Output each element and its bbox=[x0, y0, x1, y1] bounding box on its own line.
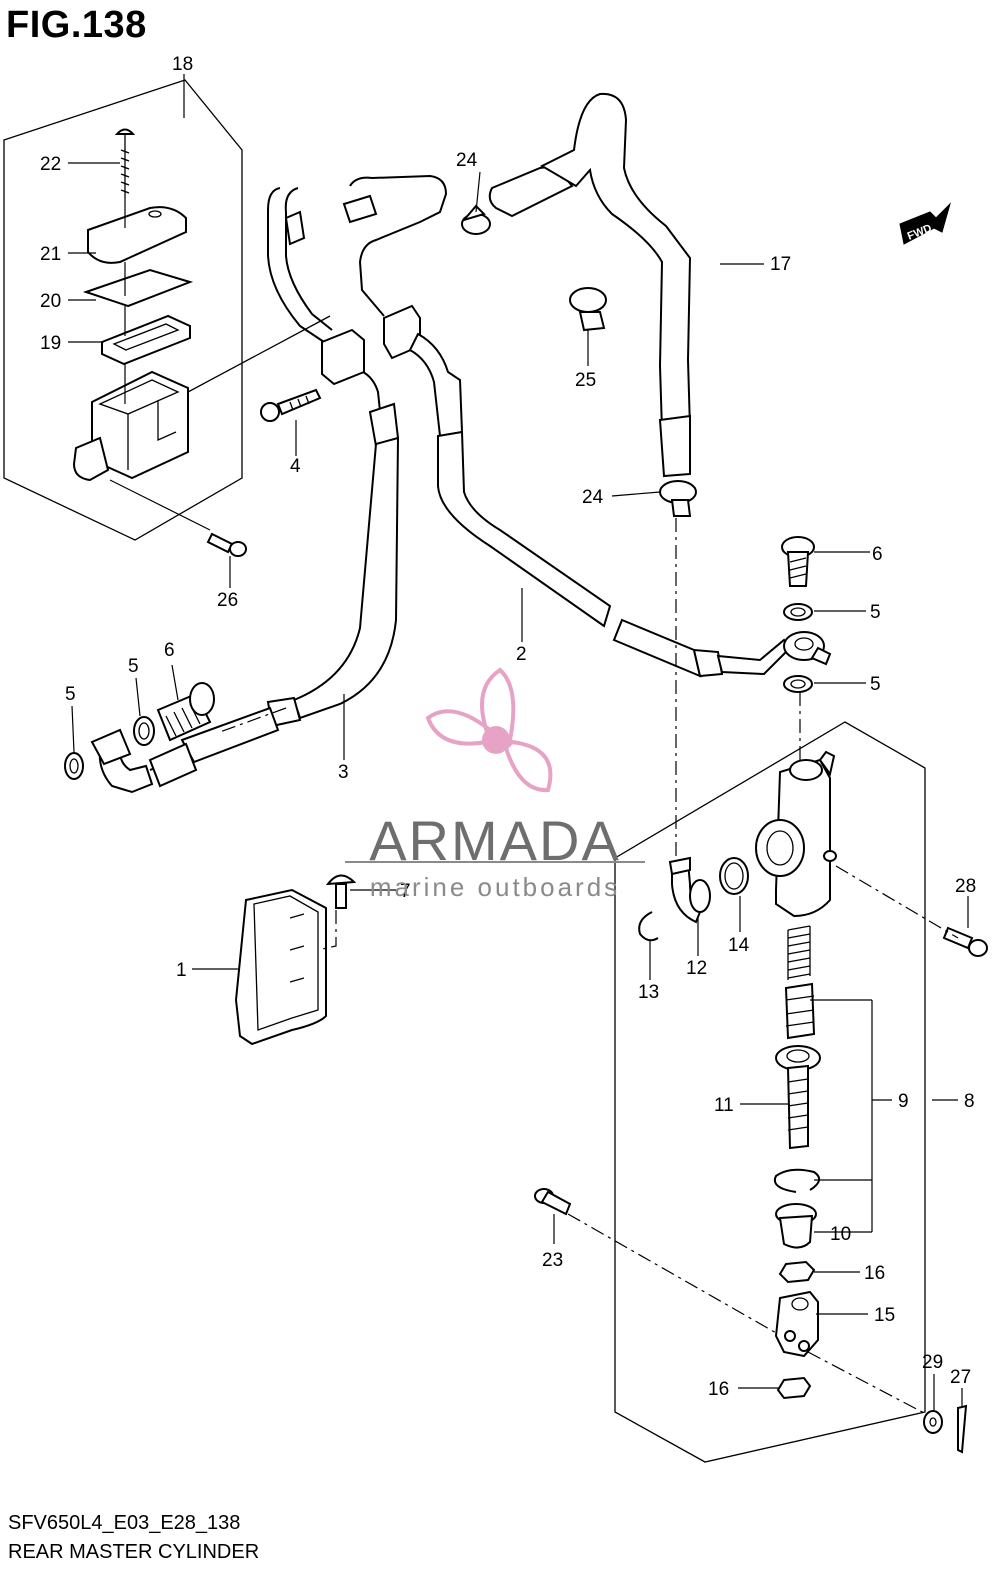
bolt-part-28 bbox=[942, 926, 988, 957]
callout-11: 11 bbox=[714, 1095, 734, 1116]
callout-13: 13 bbox=[638, 982, 659, 1003]
callout-6-right: 6 bbox=[872, 544, 883, 565]
callout-12: 12 bbox=[686, 958, 707, 979]
callout-6-left: 6 bbox=[164, 640, 175, 661]
figure-model-code: SFV650L4_E03_E28_138 bbox=[8, 1512, 241, 1534]
callout-24-top: 24 bbox=[456, 150, 478, 171]
callout-8: 8 bbox=[964, 1091, 975, 1112]
callout-4: 4 bbox=[290, 456, 301, 477]
callout-23: 23 bbox=[542, 1250, 563, 1271]
clevis-part-15 bbox=[774, 1290, 819, 1358]
master-cylinder-body bbox=[755, 750, 837, 918]
callout-3: 3 bbox=[338, 762, 349, 783]
watermark-tagline: marine outboards bbox=[369, 872, 621, 902]
callout-27: 27 bbox=[950, 1367, 971, 1388]
callout-labels: 18 22 21 20 19 26 4 3 2 6 5 5 17 24 25 2… bbox=[40, 54, 976, 1400]
screw-part-22 bbox=[114, 128, 136, 198]
banjo-bolt-part-6-right bbox=[781, 536, 815, 587]
watermark-brand-name: ARMADA bbox=[369, 809, 621, 872]
callout-7: 7 bbox=[400, 881, 411, 902]
callout-17: 17 bbox=[770, 254, 791, 275]
master-cylinder-assembly-frame bbox=[614, 721, 926, 1463]
callout-2: 2 bbox=[516, 644, 527, 665]
callout-10: 10 bbox=[830, 1224, 851, 1245]
nut-part-16-lower bbox=[776, 1376, 812, 1400]
callout-5-right-a: 5 bbox=[870, 602, 881, 623]
callout-16-upper: 16 bbox=[864, 1263, 885, 1284]
clamp-part-24-top bbox=[461, 204, 491, 235]
diaphragm-part-19 bbox=[101, 314, 191, 366]
cotter-pin-part-27 bbox=[957, 1404, 968, 1454]
bolt-part-4 bbox=[260, 388, 322, 422]
callout-24-lower: 24 bbox=[582, 487, 604, 508]
snap-ring-part-13 bbox=[638, 911, 659, 942]
hose-joint-part-12 bbox=[668, 856, 711, 924]
circlip bbox=[774, 1168, 821, 1193]
callout-20: 20 bbox=[40, 291, 61, 312]
spring bbox=[787, 925, 811, 980]
washer-part-5-right-a bbox=[783, 603, 813, 621]
callout-5-left-a: 5 bbox=[128, 656, 139, 677]
nut-part-16-upper bbox=[778, 1260, 816, 1284]
callout-5-left-b: 5 bbox=[65, 684, 76, 705]
callout-18: 18 bbox=[172, 54, 193, 75]
banjo-bolt-part-6-left bbox=[156, 682, 215, 742]
washer-part-5-left-b bbox=[64, 752, 84, 780]
bolt-part-26 bbox=[206, 532, 247, 557]
callout-5-right-b: 5 bbox=[870, 674, 881, 695]
callout-21: 21 bbox=[40, 244, 61, 265]
callout-29: 29 bbox=[922, 1352, 943, 1373]
callout-19: 19 bbox=[40, 333, 61, 354]
callout-25: 25 bbox=[575, 370, 596, 391]
figure-title: FIG.138 bbox=[6, 4, 147, 46]
clamp-part-24-lower bbox=[659, 480, 697, 517]
reservoir-cap-part-21 bbox=[87, 206, 187, 264]
clevis-pin-part-23 bbox=[534, 1188, 572, 1216]
watermark-propeller-logo bbox=[425, 667, 553, 793]
reservoir-hose-part-3 bbox=[90, 187, 400, 794]
reservoir-assembly-frame bbox=[3, 79, 243, 541]
callout-1: 1 bbox=[176, 960, 187, 981]
leader-lines bbox=[68, 74, 969, 1410]
reservoir-outlet bbox=[72, 436, 110, 482]
callout-14: 14 bbox=[728, 935, 750, 956]
brake-hose-part-2 bbox=[342, 174, 792, 678]
screw-part-7 bbox=[325, 874, 357, 909]
washer-part-5-right-b bbox=[783, 675, 813, 693]
piston-cup bbox=[784, 982, 816, 1040]
cap-plate-part-20 bbox=[82, 268, 194, 308]
banjo-fitting-right bbox=[783, 631, 832, 666]
callout-15: 15 bbox=[874, 1305, 895, 1326]
callout-9: 9 bbox=[898, 1091, 909, 1112]
clamp-part-25 bbox=[569, 287, 607, 332]
figure-name: REAR MASTER CYLINDER bbox=[8, 1541, 260, 1563]
callout-28: 28 bbox=[955, 876, 976, 897]
washer-part-29 bbox=[923, 1410, 943, 1434]
push-rod-part-11 bbox=[775, 1045, 821, 1150]
callout-22: 22 bbox=[40, 154, 61, 175]
hose-part-17 bbox=[488, 92, 692, 478]
washer-part-5-left-a bbox=[133, 716, 155, 746]
callout-26: 26 bbox=[217, 590, 238, 611]
forward-direction-badge: FWD bbox=[899, 202, 952, 245]
reservoir-bracket-part-1 bbox=[234, 888, 327, 1046]
callout-16-lower: 16 bbox=[708, 1379, 729, 1400]
boot-part-10 bbox=[775, 1203, 817, 1249]
